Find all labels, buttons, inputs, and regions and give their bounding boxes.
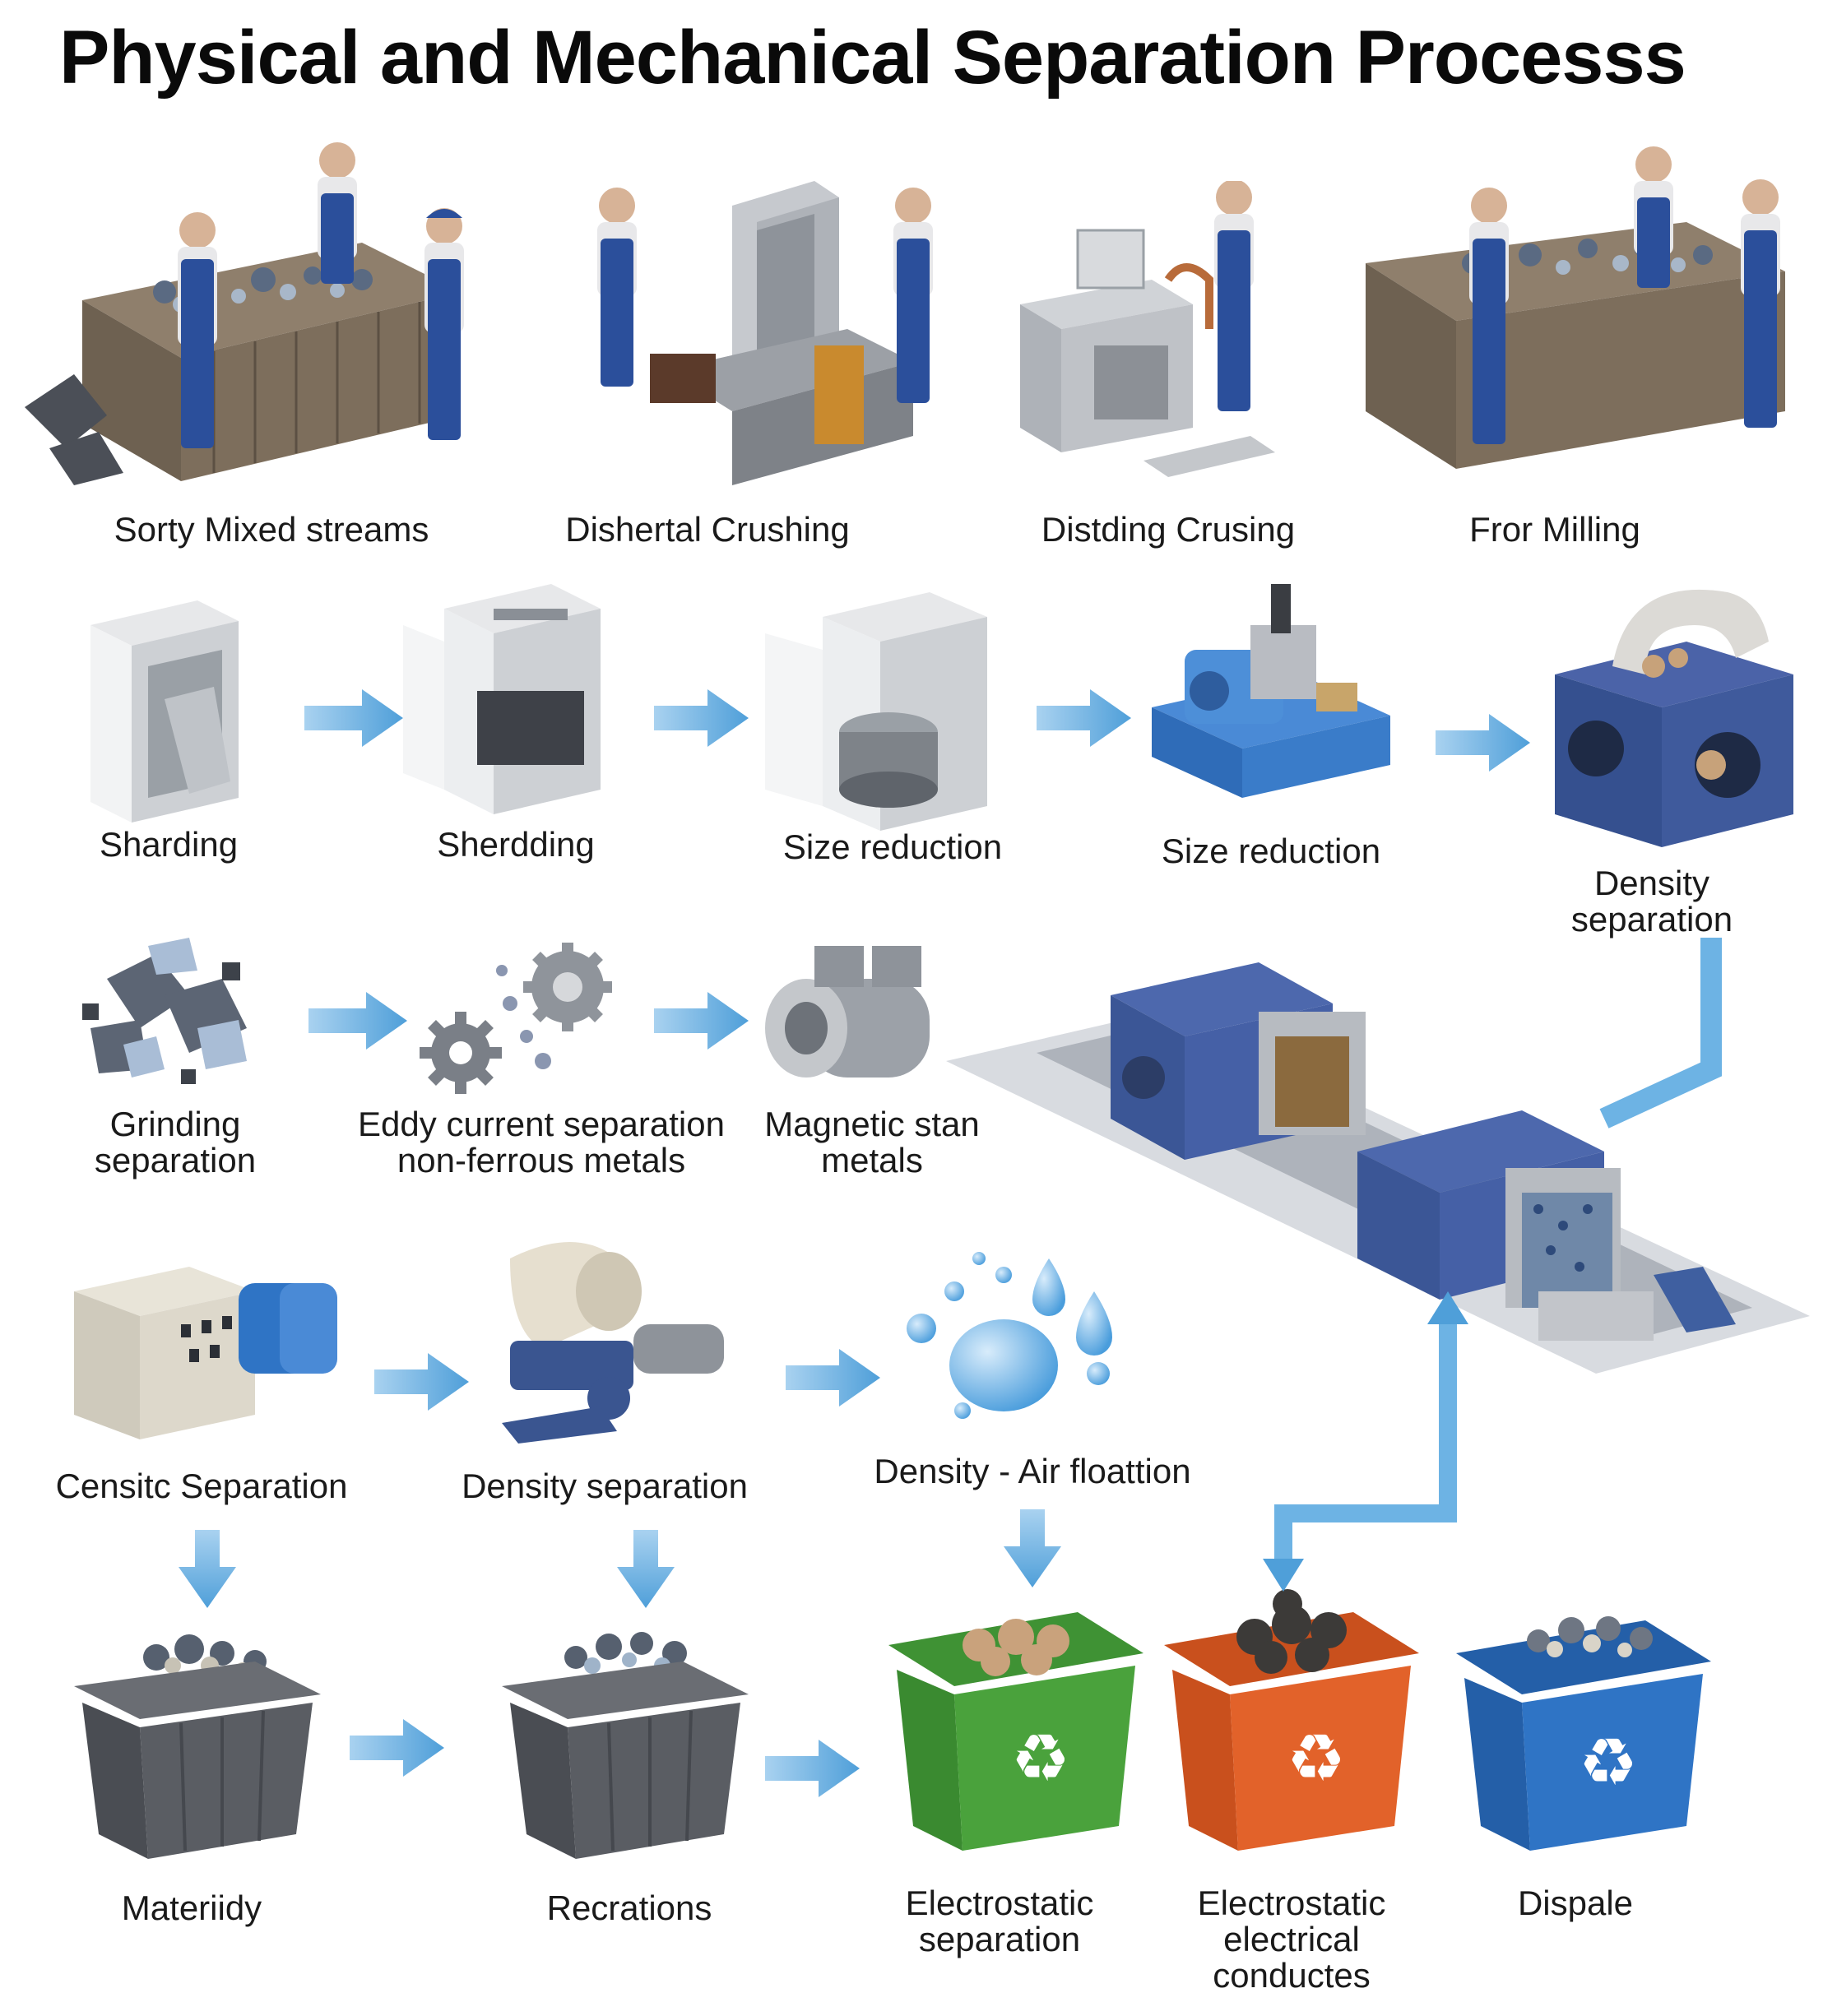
size-reduction-drum-machine (757, 584, 1004, 831)
gear-icon (420, 1012, 502, 1094)
recycle-icon: ♻ (1011, 1720, 1070, 1796)
step-label-size-reduction-2: Size reduction (1161, 832, 1381, 870)
bin-green-electrostatic: ♻ (880, 1587, 1152, 1867)
step-label-density-separation-row4: Density separation (462, 1467, 748, 1505)
censitc-separation-machine (66, 1258, 346, 1448)
step-label-grinding-separation: Grinding separation (94, 1105, 257, 1180)
bin-orange-conductors: ♻ (1156, 1579, 1427, 1867)
arrow-right-icon (1436, 714, 1530, 772)
arrow-right-icon (786, 1349, 880, 1407)
arrow-right-icon (654, 689, 749, 747)
sherdding-machine (395, 576, 617, 823)
sorting-workers-scene (16, 136, 510, 498)
page-title: Physical and Mechanical Separation Proce… (59, 16, 1686, 100)
arrow-right-icon (374, 1353, 469, 1411)
bin-recrations (494, 1612, 757, 1867)
crushing-workers-scene (568, 156, 963, 502)
eddy-current-gears (411, 938, 625, 1102)
bin-label-materiidy: Materiidy (121, 1889, 262, 1927)
step-label-density-separation-row2: Density separation (1570, 864, 1733, 939)
arrow-down-icon (617, 1530, 675, 1608)
bin-label-electrostatic-separation: Electrostatic separation (905, 1884, 1094, 1959)
bin-label-dispale: Dispale (1517, 1884, 1634, 1922)
arrow-down-icon (179, 1530, 236, 1608)
step-label-sorty-mixed-streams: Sorty Mixed streams (114, 510, 429, 549)
step-label-eddy-current-separation: Eddy current separation non-ferrous meta… (358, 1105, 725, 1180)
step-label-censitc-separation: Censitc Separation (55, 1467, 348, 1505)
arrow-right-icon (654, 992, 749, 1050)
step-label-distding-crusing: Distding Crusing (1041, 510, 1296, 549)
bin-label-electrostatic-conductes: Electrostatic electrical conductes (1197, 1884, 1386, 1995)
bin-materiidy (66, 1620, 329, 1867)
arrow-right-icon (304, 689, 403, 747)
conveyor-separation-line (946, 946, 1818, 1456)
grinding-fragments (58, 929, 288, 1102)
size-reduction-blue-machine (1135, 576, 1407, 814)
arrow-right-icon (308, 992, 407, 1050)
step-label-sherdding: Sherdding (437, 825, 595, 864)
bin-label-recrations: Recrations (546, 1889, 712, 1927)
step-label-sharding: Sharding (99, 825, 239, 864)
bin-blue-dispale: ♻ (1448, 1587, 1719, 1859)
crusing-workers-scene (1004, 181, 1300, 502)
recycle-icon: ♻ (1579, 1724, 1638, 1800)
sharding-machine (74, 592, 288, 831)
magnetic-separator-cylinder (757, 929, 954, 1102)
step-label-dishertal-crushing: Dishertal Crushing (565, 510, 850, 549)
step-label-fror-milling: Fror Milling (1469, 510, 1640, 549)
arrow-right-icon (1037, 689, 1131, 747)
step-label-magnetic-stan: Magnetic stan metals (764, 1105, 980, 1180)
recycle-icon: ♻ (1287, 1720, 1346, 1796)
arrow-right-icon (350, 1719, 444, 1777)
density-separation-roller (485, 1234, 749, 1448)
arrow-right-icon (765, 1740, 860, 1797)
milling-workers-scene (1357, 140, 1818, 494)
step-label-size-reduction-1: Size reduction (782, 827, 1003, 866)
water-drops-icon (888, 1242, 1135, 1431)
step-label-density-air-floattion: Density - Air floattion (874, 1452, 1191, 1490)
density-separation-box-machine (1547, 576, 1802, 855)
arrow-down-icon (1004, 1509, 1061, 1587)
